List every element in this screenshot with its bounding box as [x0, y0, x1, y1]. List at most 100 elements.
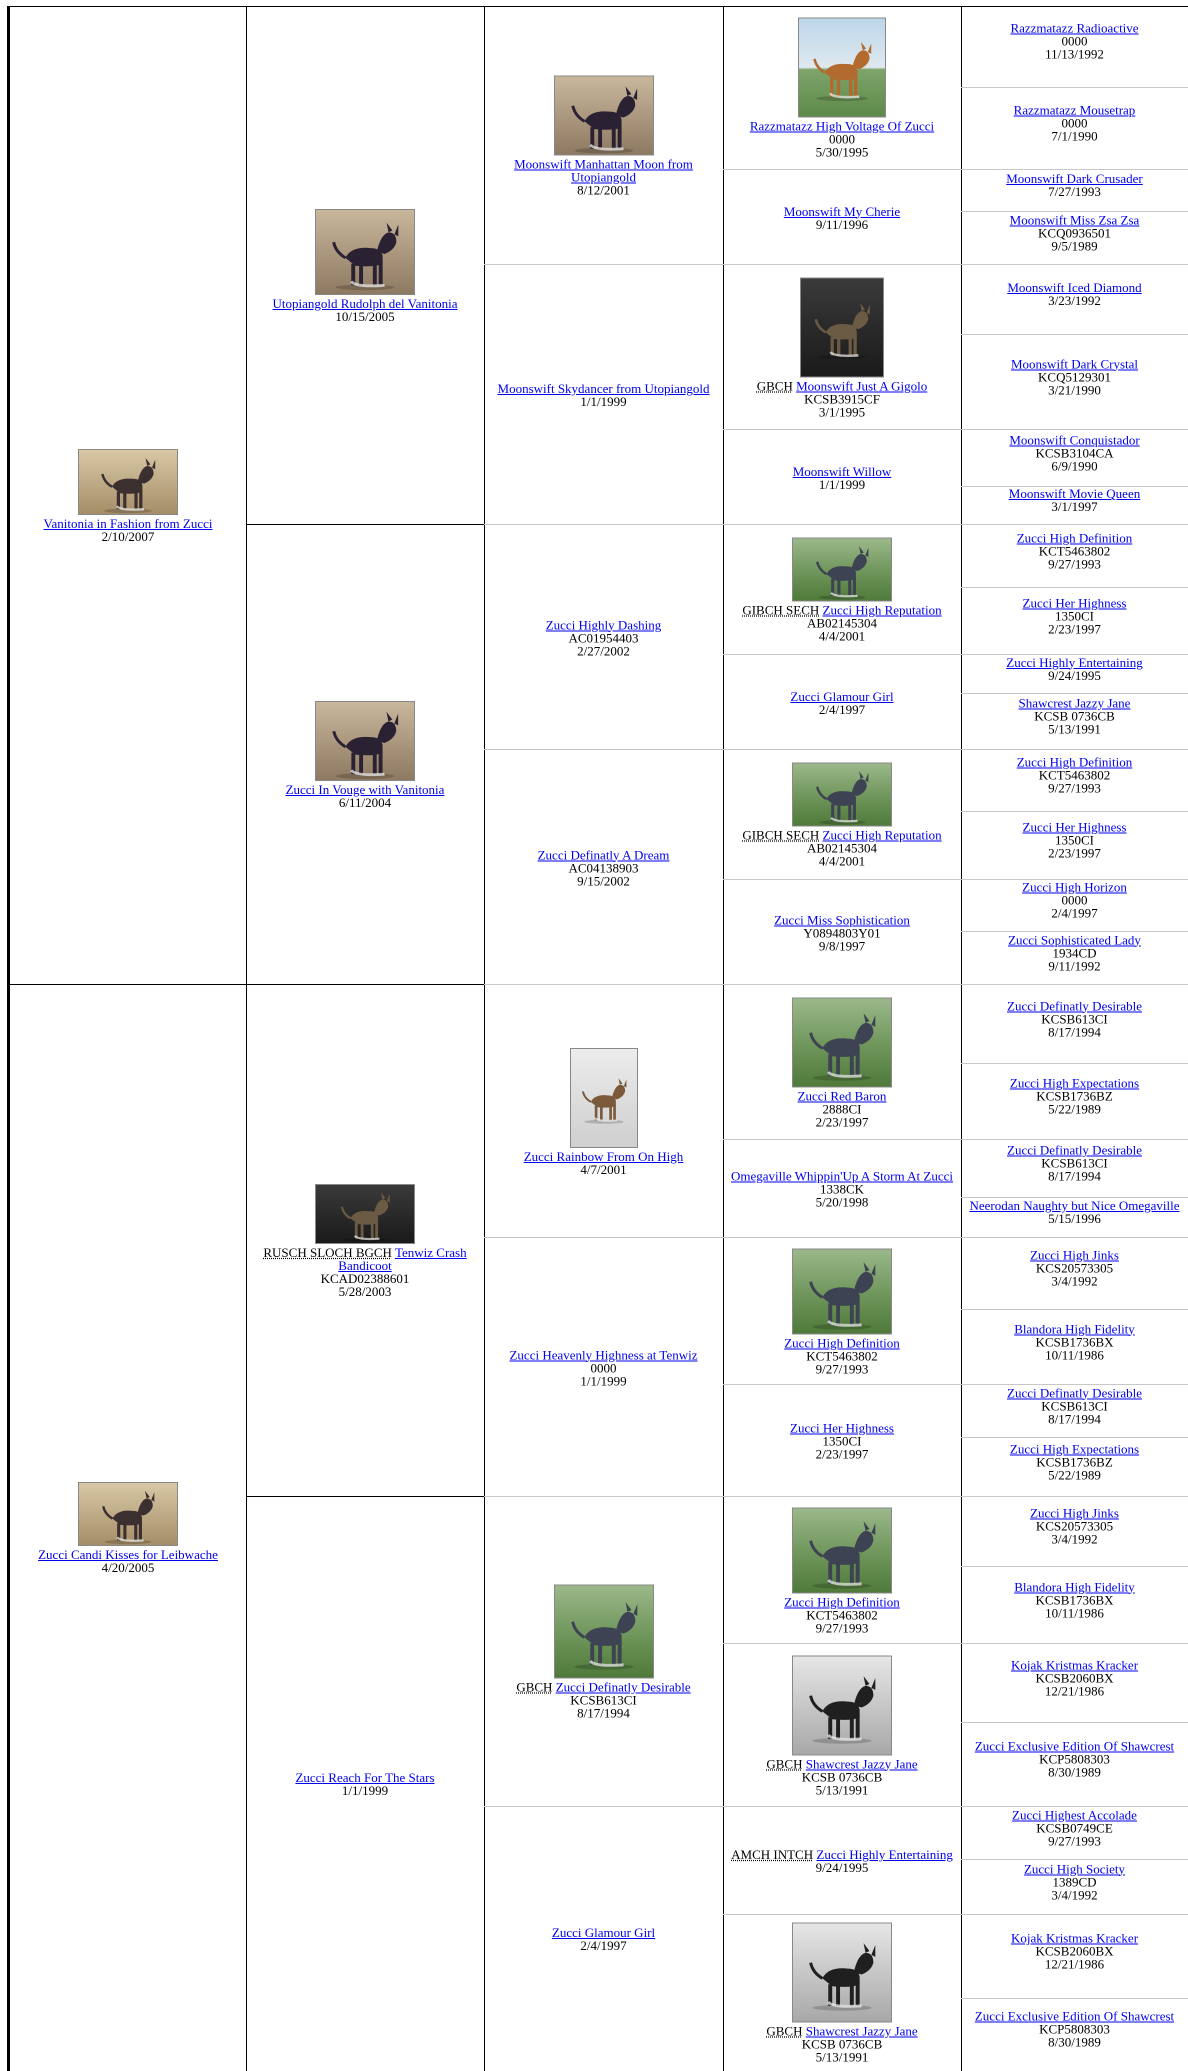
dog-link-blandora-high-fidelity[interactable]: Blandora High Fidelity [1014, 1579, 1135, 1594]
dog-link-zucci-glamour-girl[interactable]: Zucci Glamour Girl [790, 688, 894, 704]
dog-link-zucci-reach-for-the-stars[interactable]: Zucci Reach For The Stars [295, 1770, 435, 1785]
dog-link-zucci-exclusive-edition-of-shawcrest[interactable]: Zucci Exclusive Edition Of Shawcrest [974, 1738, 1175, 1754]
dog-link-zucci-high-definition[interactable]: Zucci High Definition [784, 1335, 900, 1350]
dog-title: GIBCH SECH [742, 602, 820, 618]
row-divider [484, 264, 723, 265]
dog-photo[interactable] [553, 75, 654, 155]
dog-link-zucci-high-definition[interactable]: Zucci High Definition [784, 1594, 900, 1609]
dog-link-razzmatazz-mousetrap[interactable]: Razzmatazz Mousetrap [1013, 102, 1136, 118]
dog-registration: KCSB 0736CB [1034, 708, 1115, 724]
dog-link-moonswift-movie-queen[interactable]: Moonswift Movie Queen [1008, 487, 1141, 501]
dog-link-zucci-high-reputation[interactable]: Zucci High Reputation [822, 602, 942, 618]
row-divider [723, 524, 961, 525]
dog-link-razzmatazz-radioactive[interactable]: Razzmatazz Radioactive [1010, 20, 1139, 36]
dog-link-zucci-her-highness[interactable]: Zucci Her Highness [790, 1420, 894, 1436]
dog-link-utopiangold-rudolph-del-vanitonia[interactable]: Utopiangold Rudolph del Vanitonia [272, 295, 458, 311]
dog-link-zucci-rainbow-from-on-high[interactable]: Zucci Rainbow From On High [523, 1148, 684, 1164]
dog-link-zucci-highest-accolade[interactable]: Zucci Highest Accolade [1012, 1807, 1137, 1822]
dog-photo[interactable] [792, 1248, 892, 1334]
dog-name-line: Utopiangold Rudolph del Vanitonia [246, 297, 484, 310]
dog-photo[interactable] [553, 1584, 654, 1679]
dog-photo[interactable] [792, 997, 892, 1087]
row-divider [723, 429, 961, 430]
dog-photo[interactable] [569, 1047, 638, 1148]
dog-link-zucci-exclusive-edition-of-shawcrest[interactable]: Zucci Exclusive Edition Of Shawcrest [974, 2008, 1175, 2024]
dog-link-zucci-high-expectations[interactable]: Zucci High Expectations [1009, 1441, 1140, 1456]
dog-photo[interactable] [792, 1507, 892, 1593]
dog-link-zucci-heavenly-highness-at-tenwiz[interactable]: Zucci Heavenly Highness at Tenwiz [509, 1347, 698, 1362]
dog-name-line: Moonswift Dark Crystal [961, 357, 1188, 370]
dog-link-zucci-high-jinks[interactable]: Zucci High Jinks [1030, 1247, 1119, 1263]
dog-link-blandora-high-fidelity[interactable]: Blandora High Fidelity [1014, 1321, 1135, 1336]
dog-photo[interactable] [792, 1922, 892, 2023]
dog-registration: AB02145304 [806, 840, 878, 856]
dog-photo[interactable] [800, 277, 884, 377]
dog-name-line: Zucci Sophisticated Lady [961, 933, 1188, 946]
dog-link-zucci-red-baron[interactable]: Zucci Red Baron [797, 1088, 887, 1103]
dog-link-zucci-candi-kisses-for-leibwache[interactable]: Zucci Candi Kisses for Leibwache [38, 1547, 218, 1562]
dog-link-moonswift-just-a-gigolo[interactable]: Moonswift Just A Gigolo [796, 378, 928, 393]
dog-link-shawcrest-jazzy-jane[interactable]: Shawcrest Jazzy Jane [805, 2023, 918, 2039]
dog-link-razzmatazz-high-voltage-of-zucci[interactable]: Razzmatazz High Voltage Of Zucci [749, 118, 935, 134]
dog-link-moonswift-iced-diamond[interactable]: Moonswift Iced Diamond [1007, 280, 1142, 295]
dog-photo[interactable] [315, 1184, 415, 1244]
dog-photo[interactable] [792, 1655, 892, 1755]
dog-link-zucci-definatly-desirable[interactable]: Zucci Definatly Desirable [1007, 1385, 1142, 1400]
dog-link-zucci-her-highness[interactable]: Zucci Her Highness [1022, 819, 1127, 835]
dog-photo[interactable] [315, 208, 415, 295]
dog-photo[interactable] [798, 17, 886, 118]
dog-photo[interactable] [78, 1482, 178, 1546]
row-divider [961, 169, 1188, 170]
column-divider [246, 6, 247, 2071]
dog-link-kojak-kristmas-kracker[interactable]: Kojak Kristmas Kracker [1010, 1930, 1139, 1946]
dog-link-zucci-high-definition[interactable]: Zucci High Definition [1016, 530, 1133, 545]
dog-link-shawcrest-jazzy-jane[interactable]: Shawcrest Jazzy Jane [1018, 695, 1131, 711]
dog-link-shawcrest-jazzy-jane[interactable]: Shawcrest Jazzy Jane [805, 1756, 918, 1771]
dog-photo[interactable] [78, 448, 178, 515]
dog-birthdate: 8/17/1994 [1048, 1411, 1101, 1426]
dog-link-zucci-high-society[interactable]: Zucci High Society [1023, 1861, 1126, 1876]
dog-link-omegaville-whippin-up-a-storm-at-zucci[interactable]: Omegaville Whippin'Up A Storm At Zucci [731, 1168, 953, 1184]
dog-link-zucci-glamour-girl[interactable]: Zucci Glamour Girl [551, 1925, 656, 1940]
dog-link-moonswift-skydancer-from-utopiangold[interactable]: Moonswift Skydancer from Utopiangold [497, 381, 710, 396]
dog-link-zucci-high-reputation[interactable]: Zucci High Reputation [822, 827, 942, 843]
dog-link-moonswift-dark-crusader[interactable]: Moonswift Dark Crusader [1006, 171, 1143, 186]
dog-link-moonswift-my-cherie[interactable]: Moonswift My Cherie [783, 203, 901, 219]
dog-link-zucci-high-definition[interactable]: Zucci High Definition [1016, 754, 1133, 770]
dog-link-zucci-definatly-desirable[interactable]: Zucci Definatly Desirable [1007, 998, 1142, 1013]
dog-link-zucci-highly-entertaining[interactable]: Zucci Highly Entertaining [1006, 655, 1143, 670]
dog-photo[interactable] [792, 537, 892, 602]
dog-link-moonswift-manhattan-moon-from-utopiangold[interactable]: Moonswift Manhattan Moon from Utopiangol… [514, 156, 693, 184]
dog-registration: KCP5808303 [1039, 1751, 1110, 1767]
dog-photo[interactable] [792, 762, 892, 827]
dog-link-zucci-high-expectations[interactable]: Zucci High Expectations [1009, 1075, 1140, 1091]
dog-link-tenwiz-crash-bandicoot[interactable]: Tenwiz Crash Bandicoot [338, 1245, 467, 1273]
dog-link-zucci-sophisticated-lady[interactable]: Zucci Sophisticated Lady [1008, 932, 1141, 947]
dog-link-zucci-high-jinks[interactable]: Zucci High Jinks [1030, 1505, 1119, 1521]
dog-link-neerodan-naughty-but-nice-omegaville[interactable]: Neerodan Naughty but Nice Omegaville [969, 1198, 1180, 1213]
dog-link-moonswift-conquistador[interactable]: Moonswift Conquistador [1009, 432, 1140, 447]
row-divider [961, 429, 1188, 430]
dog-link-zucci-definatly-desirable[interactable]: Zucci Definatly Desirable [555, 1679, 691, 1695]
dog-link-moonswift-miss-zsa-zsa[interactable]: Moonswift Miss Zsa Zsa [1009, 212, 1140, 227]
dog-link-zucci-highly-dashing[interactable]: Zucci Highly Dashing [545, 617, 662, 632]
dog-link-moonswift-dark-crystal[interactable]: Moonswift Dark Crystal [1010, 356, 1139, 371]
dog-link-vanitonia-in-fashion-from-zucci[interactable]: Vanitonia in Fashion from Zucci [43, 515, 213, 531]
dog-link-zucci-miss-sophistication[interactable]: Zucci Miss Sophistication [774, 912, 910, 927]
dog-birthdate: 5/13/1991 [815, 2049, 869, 2065]
dog-link-zucci-highly-entertaining[interactable]: Zucci Highly Entertaining [816, 1847, 953, 1862]
dog-link-kojak-kristmas-kracker[interactable]: Kojak Kristmas Kracker [1010, 1657, 1139, 1672]
dog-link-zucci-definatly-desirable[interactable]: Zucci Definatly Desirable [1007, 1142, 1142, 1158]
dog-link-zucci-her-highness[interactable]: Zucci Her Highness [1022, 595, 1127, 610]
dog-link-zucci-high-horizon[interactable]: Zucci High Horizon [1022, 880, 1127, 895]
dog-photo[interactable] [315, 701, 415, 781]
row-divider [961, 1197, 1188, 1198]
dog-link-moonswift-willow[interactable]: Moonswift Willow [792, 463, 892, 479]
dog-link-zucci-definatly-a-dream[interactable]: Zucci Definatly A Dream [537, 847, 670, 862]
dog-link-zucci-in-vouge-with-vanitonia[interactable]: Zucci In Vouge with Vanitonia [285, 782, 445, 797]
